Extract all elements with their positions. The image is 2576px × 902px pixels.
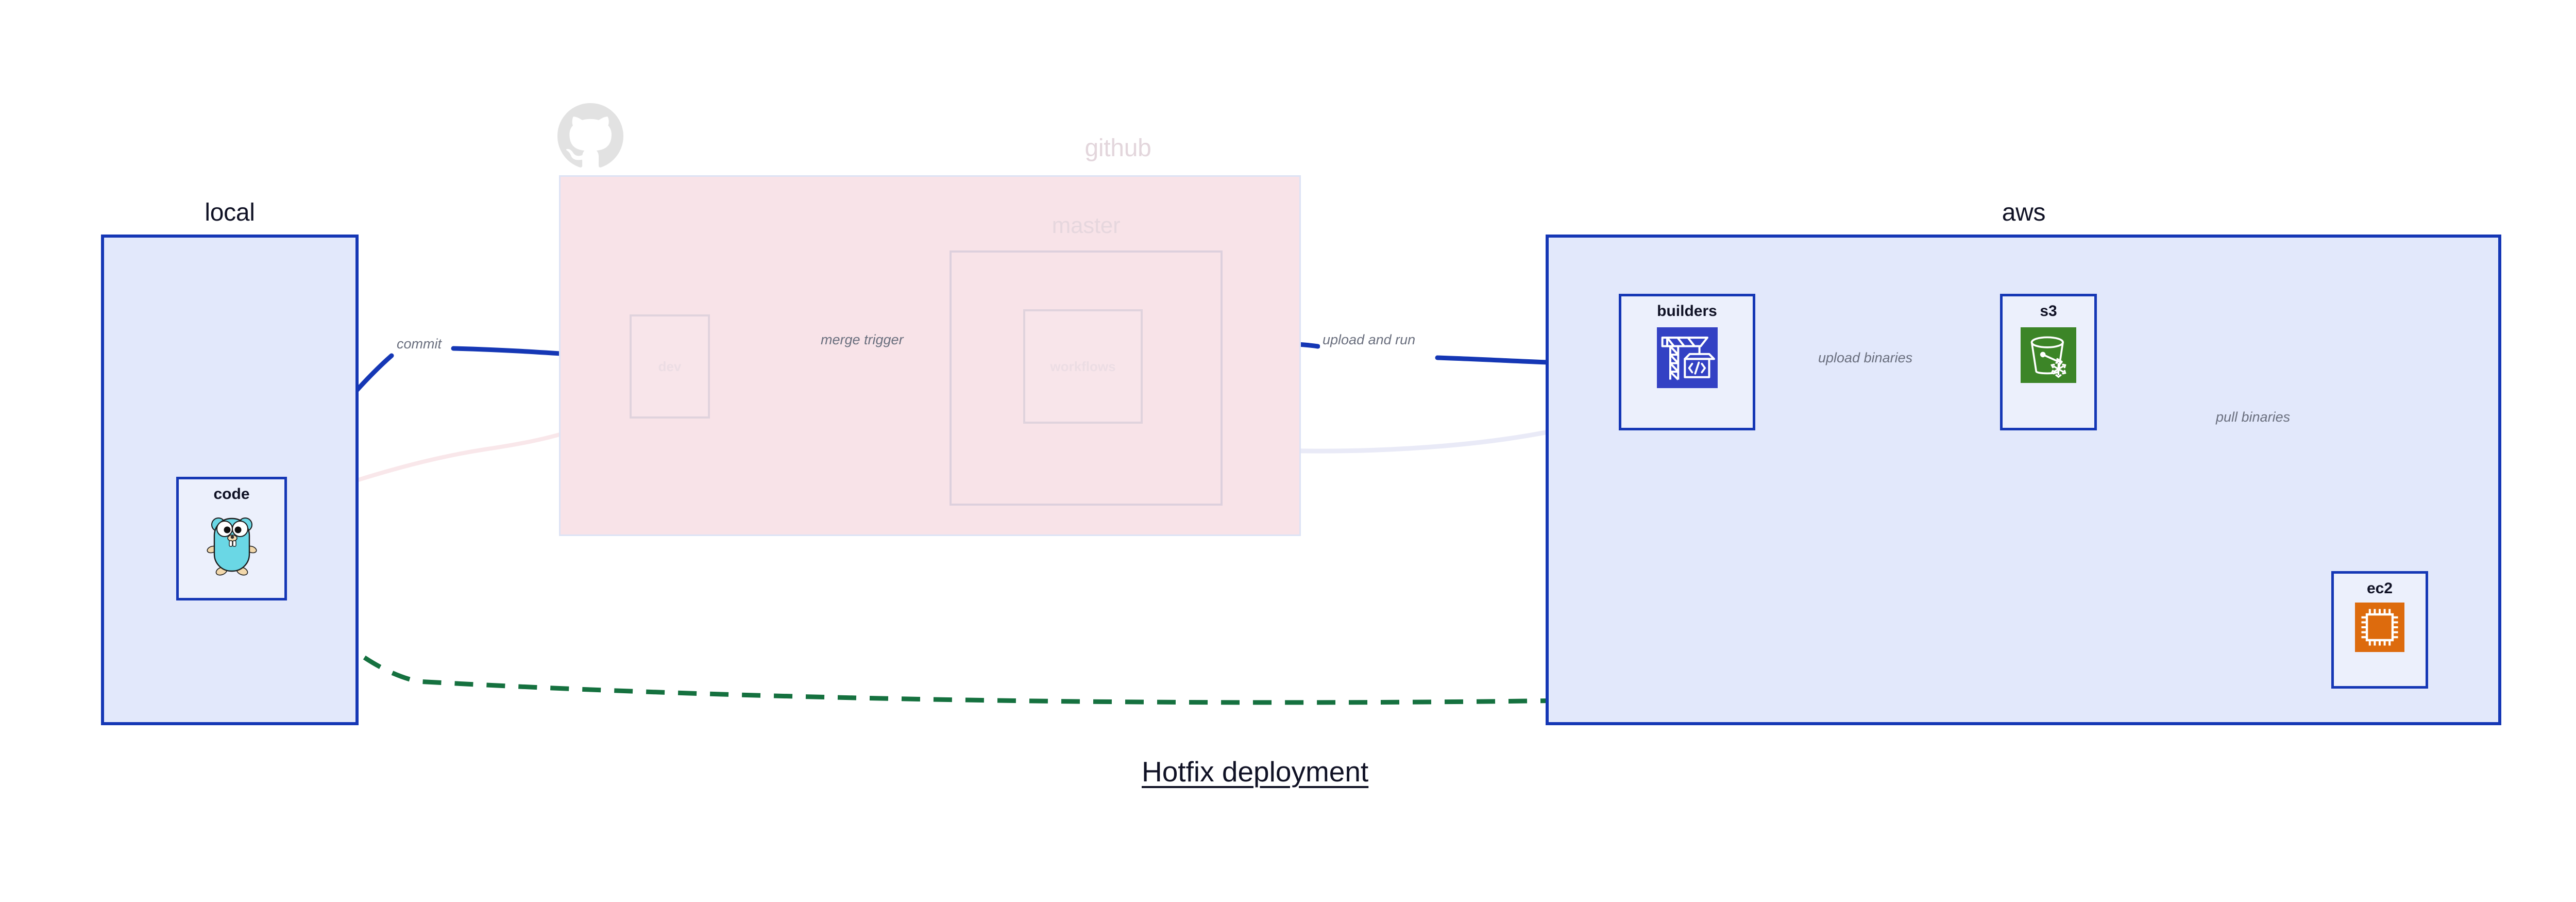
node-workflows-label: workflows [1050, 359, 1116, 374]
diagram-title: Hotfix deployment [1142, 756, 1369, 788]
group-master-title: master [1052, 213, 1121, 238]
cpu-chip-icon [2355, 603, 2404, 655]
group-github-title: github [1084, 135, 1151, 162]
group-master [950, 250, 1223, 506]
group-local-title: local [205, 199, 255, 226]
node-builders-label: builders [1657, 303, 1717, 320]
edge-label-pull-binaries: pull binaries [2213, 409, 2293, 425]
group-aws-title: aws [2002, 199, 2046, 226]
node-ec2-label: ec2 [2366, 580, 2393, 597]
node-builders[interactable]: builders [1619, 294, 1755, 430]
node-ec2[interactable]: ec2 [2331, 571, 2428, 689]
node-s3-label: s3 [2040, 303, 2057, 320]
edge-label-merge-trigger: merge trigger [818, 332, 906, 348]
group-github [559, 175, 1301, 536]
node-workflows[interactable]: workflows [1023, 309, 1143, 424]
crane-code-icon [1656, 327, 1718, 391]
go-gopher-icon [205, 510, 259, 579]
s3-bucket-icon [2021, 327, 2076, 386]
edge-label-upload-binaries: upload binaries [1816, 350, 1916, 366]
node-dev-label: dev [658, 359, 682, 374]
node-code-label: code [213, 486, 250, 503]
node-s3[interactable]: s3 [2000, 294, 2097, 430]
node-dev[interactable]: dev [630, 314, 710, 419]
edge-label-upload-and-run: upload and run [1320, 332, 1418, 348]
github-octocat-icon [557, 103, 623, 168]
node-code[interactable]: code [176, 477, 287, 600]
edge-label-commit: commit [394, 336, 444, 352]
